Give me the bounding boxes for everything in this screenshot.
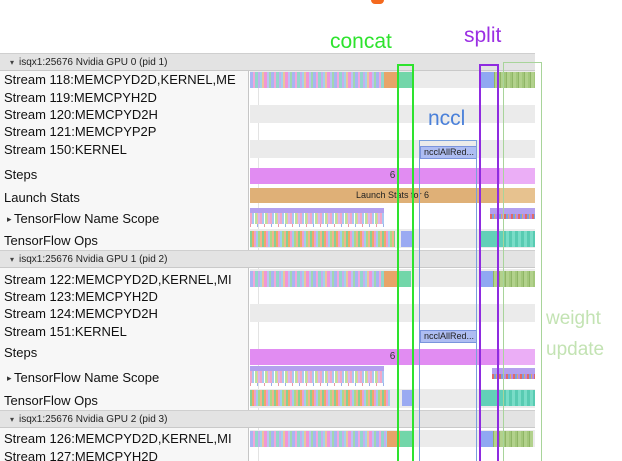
stream118-weight-update-events[interactable] [494, 72, 535, 88]
row-label-steps-gpu0: Steps [4, 167, 38, 182]
tf-name-scope-ticks-gpu0 [250, 224, 384, 227]
row-background [250, 105, 535, 123]
steps-bar-next-gpu1[interactable] [500, 349, 535, 365]
tf-ops-events-gpu0[interactable] [250, 231, 395, 247]
stream122-orange-event[interactable] [384, 271, 397, 287]
row-label-stream-150: Stream 150:KERNEL [4, 142, 127, 157]
row-label-tf-ops-gpu0: TensorFlow Ops [4, 233, 98, 248]
tf-name-scope-ticks-gpu1 [250, 383, 384, 386]
row-label-stream-122: Stream 122:MEMCPYD2D,KERNEL,MI [4, 272, 232, 287]
stream126-concat-event[interactable] [400, 431, 413, 447]
row-label-stream-119: Stream 119:MEMCPYH2D [4, 90, 157, 105]
gpu1-section-header[interactable]: ▾ isqx1:25676 Nvidia GPU 1 (pid 2) [0, 250, 535, 268]
row-label-steps-gpu1: Steps [4, 345, 38, 360]
launch-stats-bar-gpu0[interactable] [250, 188, 500, 203]
weight-update-annotation-rect [503, 62, 542, 461]
row-label-stream-126: Stream 126:MEMCPYD2D,KERNEL,MI [4, 431, 232, 446]
steps-bar-gpu1[interactable] [250, 349, 500, 365]
tf-ops-teal-stripes-gpu1[interactable] [503, 390, 535, 406]
row-label-tf-name-scope-gpu0[interactable]: TensorFlow Name Scope [14, 211, 160, 226]
gpu1-header-label: isqx1:25676 Nvidia GPU 1 (pid 2) [19, 254, 168, 265]
stream126-split-event[interactable] [481, 431, 493, 447]
step-number-gpu0: 6 [389, 170, 396, 181]
stream122-concat-event[interactable] [397, 271, 411, 287]
row-label-tf-name-scope-gpu1[interactable]: TensorFlow Name Scope [14, 370, 160, 385]
row-label-stream-124: Stream 124:MEMCPYD2H [4, 306, 158, 321]
stream118-concat-event[interactable] [398, 72, 412, 88]
stream126-orange-event[interactable] [387, 431, 400, 447]
tf-name-scope-band2-gpu1[interactable] [492, 368, 535, 374]
tf-name-scope-fringe-gpu1[interactable] [250, 371, 384, 383]
split-annotation-label: split [464, 24, 502, 47]
tf-name-scope-mini-gpu1 [492, 374, 535, 379]
steps-bar-gpu0[interactable] [250, 168, 500, 184]
steps-label-wrap-gpu1: 6 [250, 349, 535, 365]
tf-ops-blue-gpu0[interactable] [401, 231, 413, 247]
gpu0-header-label: isqx1:25676 Nvidia GPU 0 (pid 1) [19, 57, 168, 68]
gpu0-section-header[interactable]: ▾ isqx1:25676 Nvidia GPU 0 (pid 1) [0, 53, 535, 71]
concat-annotation-label: concat [330, 30, 392, 53]
tf-ops-blue-gpu1[interactable] [402, 390, 413, 406]
row-label-stream-123: Stream 123:MEMCPYH2D [4, 289, 158, 304]
tf-name-scope-band-gpu1[interactable] [250, 366, 384, 371]
split-annotation-rect [479, 64, 499, 461]
weight-update-annotation-line1: weight [546, 308, 601, 329]
launch-stats-label-wrap: Launch Stats for 6 [250, 188, 535, 203]
collapse-icon[interactable]: ▾ [10, 415, 15, 424]
stream118-orange-event[interactable] [384, 72, 398, 88]
nccl-annotation-label: nccl [428, 107, 466, 130]
row-label-tf-ops-gpu1: TensorFlow Ops [4, 393, 98, 408]
tf-ops-teal-stripes-gpu0[interactable] [503, 231, 535, 247]
collapse-icon[interactable]: ▾ [10, 255, 15, 264]
stream118-split-event[interactable] [481, 72, 494, 88]
row-label-stream-151: Stream 151:KERNEL [4, 324, 127, 339]
tf-ops-events-gpu1[interactable] [250, 390, 390, 406]
tf-name-scope-fringe-gpu0[interactable] [250, 213, 384, 224]
tf-name-scope-band2-gpu0[interactable] [490, 208, 535, 214]
tf-name-scope-band-gpu0[interactable] [250, 208, 384, 213]
cropped-orange-annotation-fragment [371, 0, 384, 4]
concat-annotation-rect [397, 64, 414, 461]
row-label-launch-stats: Launch Stats [4, 190, 80, 205]
expand-icon[interactable]: ▸ [7, 214, 12, 224]
row-label-stream-127: Stream 127:MEMCPYH2D [4, 449, 158, 461]
steps-bar-next-gpu0[interactable] [500, 168, 535, 184]
row-label-stream-118: Stream 118:MEMCPYD2D,KERNEL,ME [4, 72, 236, 87]
stream126-kernel-events[interactable] [250, 431, 387, 447]
launch-stats-next-gpu0[interactable] [500, 188, 535, 203]
weight-update-annotation-line2: update [546, 339, 605, 360]
nccl-annotation-rect [419, 140, 477, 461]
row-label-stream-121: Stream 121:MEMCPYP2P [4, 124, 157, 139]
launch-stats-label: Launch Stats for 6 [355, 190, 430, 200]
tf-name-scope-mini-gpu0 [490, 214, 535, 219]
collapse-icon[interactable]: ▾ [10, 58, 15, 67]
step-number-gpu1: 6 [389, 351, 396, 362]
stream118-kernel-events[interactable] [250, 72, 384, 88]
gpu2-header-label: isqx1:25676 Nvidia GPU 2 (pid 3) [19, 414, 168, 425]
row-background [250, 304, 535, 322]
expand-icon[interactable]: ▸ [7, 373, 12, 383]
stream122-kernel-events[interactable] [250, 271, 384, 287]
steps-label-wrap-gpu0: 6 [250, 168, 535, 184]
row-label-stream-120: Stream 120:MEMCPYD2H [4, 107, 158, 122]
stream122-split-event[interactable] [481, 271, 493, 287]
gpu2-section-header[interactable]: ▾ isqx1:25676 Nvidia GPU 2 (pid 3) [0, 410, 535, 428]
